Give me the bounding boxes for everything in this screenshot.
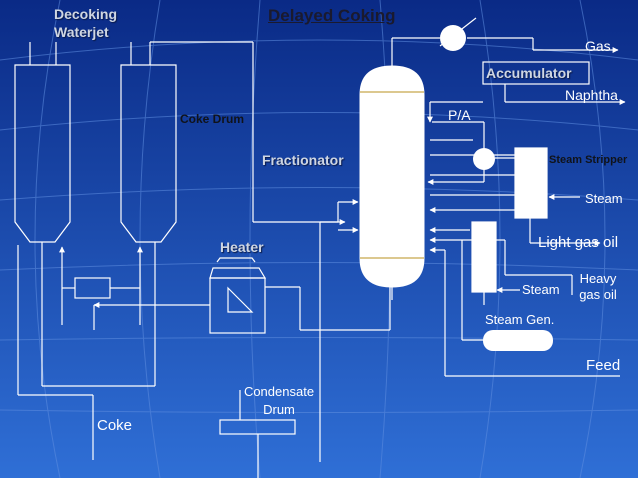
pa-label: P/A xyxy=(448,107,471,123)
condensate-label-line1: Condensate xyxy=(243,384,315,399)
steam-stripper xyxy=(514,147,548,219)
heavy-gas-oil-label-line1: Heavy xyxy=(579,271,617,286)
decoking-label-line2: Waterjet xyxy=(54,24,109,40)
light-gas-oil-label: Light gas oil xyxy=(538,234,619,251)
condensate-label-line2: Drum xyxy=(263,402,295,417)
steam-label-mid: Steam xyxy=(522,282,560,297)
steam-generator xyxy=(483,330,553,351)
fractionator-label: Fractionator xyxy=(262,152,344,168)
heavy-gas-oil-label-line2: gas oil xyxy=(579,287,617,302)
condensate-drum xyxy=(219,419,296,435)
steam-gen-label: Steam Gen. xyxy=(485,312,555,327)
heater-label: Heater xyxy=(220,239,264,255)
decoking-label-line1: Decoking xyxy=(54,6,118,22)
steam-label-right: Steam xyxy=(585,191,623,206)
accumulator xyxy=(482,61,590,85)
coke-label: Coke xyxy=(97,417,133,434)
gas-label: Gas xyxy=(585,38,611,54)
pumparound-pump xyxy=(473,148,495,170)
coke-drum-left xyxy=(14,64,71,243)
coke-drum-label: Coke Drum xyxy=(180,112,245,126)
feed-label: Feed xyxy=(586,357,621,374)
heavy-gas-oil-stripper xyxy=(471,221,497,293)
overhead-condenser xyxy=(440,25,466,51)
page-title: Delayed Coking xyxy=(268,6,396,25)
steam-stripper-label: Steam Stripper xyxy=(549,154,628,166)
fractionator xyxy=(359,65,425,288)
naphtha-label: Naphtha xyxy=(565,87,618,103)
heater xyxy=(209,257,267,334)
accumulator-label: Accumulator xyxy=(486,65,572,81)
coke-drum-right xyxy=(120,64,177,243)
